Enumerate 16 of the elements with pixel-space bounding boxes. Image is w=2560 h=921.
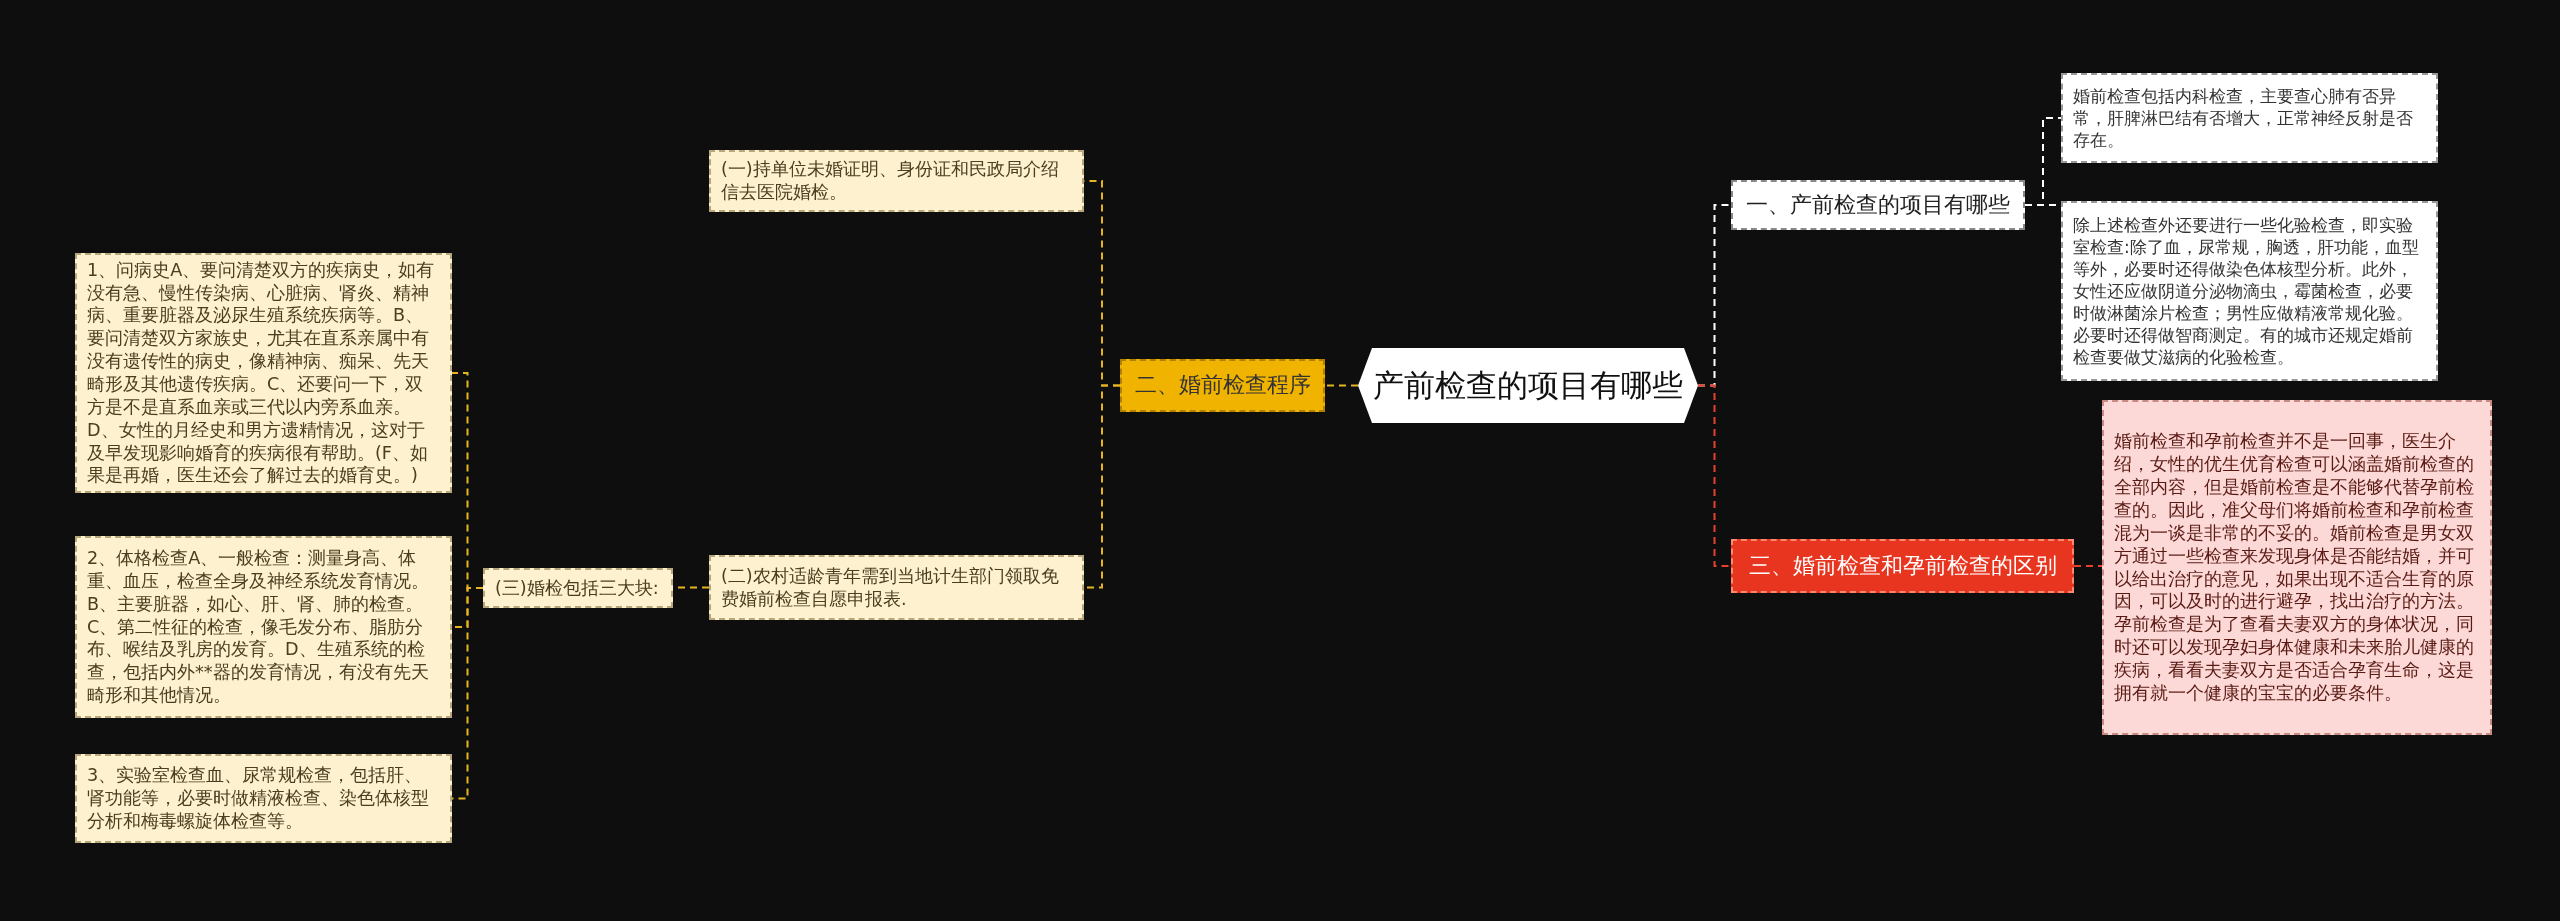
note-box: 1、问病史A、要问清楚双方的疾病史，如有没有急、慢性传染病、心脏病、肾炎、精神病、重要脏器及泌尿生殖系统疾病等。B、要问清楚双方家族史，尤其在直系亲属中有没有遗传性的病史，像精神病、痴呆、先天畸形及其他遗传疾病。C、还要问一下，双方是不是直系血亲或三代以内旁系血亲。D、女性的月经史和男方遗精情况，这对于及早发现影响婚育的疾病很有帮助。(F、如果是再婚，医生还会了解过去的婚育史。) (75, 253, 452, 493)
connector (1697, 384, 1732, 567)
note-box: 除上述检查外还要进行一些化验检查，即实验室检查:除了血，尿常规，胸透，肝功能，血型等外，必要时还得做染色体核型分析。此外，女性还应做阴道分泌物滴虫，霉菌检查，必要时做淋菌涂片检查；男性应做精液常规化验。必要时还得做智商测定。有的城市还规定婚前检查要做艾滋病的化验检查。 (2061, 201, 2438, 381)
note-box: 婚前检查包括内科检查，主要查心肺有否异常，肝脾淋巴结有否增大，正常神经反射是否存在。 (2061, 73, 2438, 163)
topic-box: 二、婚前检查程序 (1120, 359, 1325, 412)
note-box: 2、体格检查A、一般检查：测量身高、体重、血压，检查全身及神经系统发育情况。B、主要脏器，如心、肝、肾、肺的检查。C、第二性征的检查，像毛发分布、脂肪分布、喉结及乳房的发育。D、生殖系统的检查，包括内外**器的发育情况，有没有先天畸形和其他情况。 (75, 536, 452, 718)
connector (2073, 565, 2103, 567)
topic-box: 一、产前检查的项目有哪些 (1731, 180, 2025, 230)
note-box: (二)农村适龄青年需到当地计生部门领取免费婚前检查自愿申报表. (709, 555, 1084, 620)
note-box: 3、实验室检查血、尿常规检查，包括肝、肾功能等，必要时做精液检查、染色体核型分析和梅毒螺旋体检查等。 (75, 754, 452, 843)
topic-box: 三、婚前检查和孕前检查的区别 (1731, 539, 2074, 593)
connector (1324, 384, 1359, 387)
central-topic: 产前检查的项目有哪些 (1358, 348, 1698, 423)
note-box: (一)持单位未婚证明、身份证和民政局介绍信去医院婚检。 (709, 150, 1084, 212)
note-box: (三)婚检包括三大块: (483, 568, 673, 608)
note-box: 婚前检查和孕前检查并不是一回事，医生介绍，女性的优生优育检查可以涵盖婚前检查的全部内容，但是婚前检查是不能够代替孕前检查的。因此，准父母们将婚前检查和孕前检查混为一谈是非常的不妥的。婚前检查是男女双方通过一些检查来发现身体是否能结婚，并可以给出治疗的意见，如果出现不适合生育的原因，可以及时的进行避孕，找出治疗的方法。孕前检查是为了查看夫妻双方的身体状况，同时还可以发现孕妇身体健康和未来胎儿健康的疾病，看看夫妻双方是否适合孕育生命，这是拥有就一个健康的宝宝的必要条件。 (2102, 400, 2492, 735)
